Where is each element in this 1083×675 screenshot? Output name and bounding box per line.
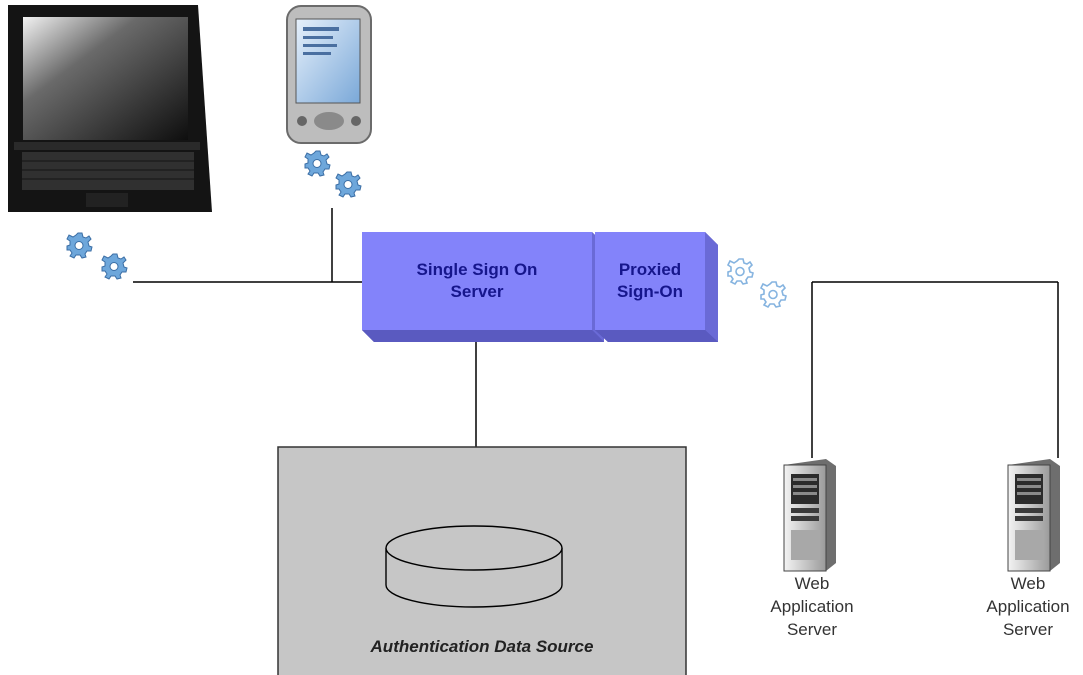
sso-server-label-line1: Single Sign On — [416, 260, 538, 279]
gear-icon — [727, 258, 787, 308]
web-server-2-line1: Web — [1010, 574, 1046, 593]
web-server-1-line3: Server — [786, 620, 838, 639]
web-server-label-2: Web Application Server — [973, 572, 1083, 641]
laptop-icon — [8, 5, 212, 212]
web-server-2-line3: Server — [1002, 620, 1054, 639]
web-server-1-line2: Application — [770, 597, 854, 616]
sso-server-label: Single Sign On Server — [362, 259, 592, 303]
web-server-2-line2: Application — [986, 597, 1070, 616]
server-tower-icon — [783, 459, 836, 572]
network-lines — [133, 208, 1059, 480]
sso-server-label-line2: Server — [450, 282, 504, 301]
web-server-1-line1: Web — [794, 574, 830, 593]
web-server-label-1: Web Application Server — [757, 572, 867, 641]
proxied-label-line1: Proxied — [618, 260, 682, 279]
proxied-sign-on-box — [595, 232, 718, 342]
pda-icon — [286, 5, 372, 144]
server-tower-icon — [1007, 459, 1060, 572]
database-icon — [385, 525, 563, 608]
proxied-label-line2: Sign-On — [616, 282, 684, 301]
data-source-label: Authentication Data Source — [370, 637, 594, 656]
proxied-sign-on-label: Proxied Sign-On — [595, 259, 705, 303]
